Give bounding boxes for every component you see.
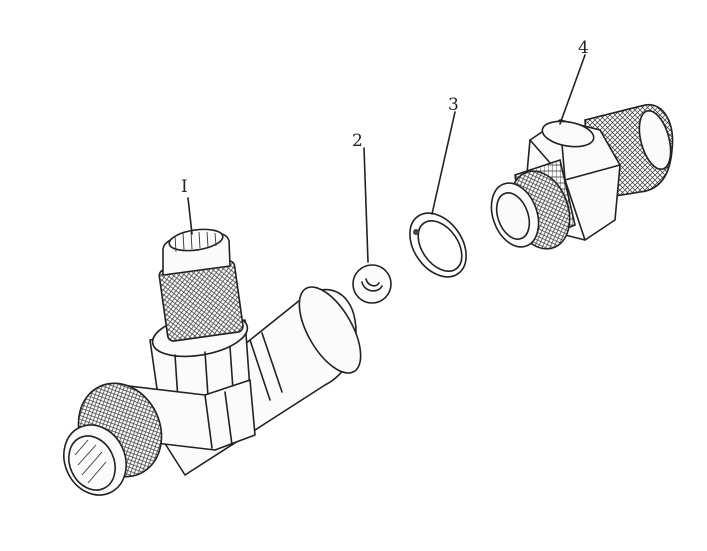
tee-fitting: [63, 197, 362, 496]
callout-label-2: 2: [352, 131, 363, 151]
ball-part: [352, 147, 392, 304]
leader-line-4: [559, 54, 586, 125]
snap-ring: [409, 111, 467, 278]
callout-label-4: 4: [578, 38, 589, 58]
leader-line-3: [431, 111, 456, 215]
leader-line-1: [187, 197, 193, 235]
callout-label-1: I: [181, 177, 188, 197]
leader-line-2: [363, 147, 369, 263]
callout-label-3: 3: [448, 95, 459, 115]
union-fitting: [490, 54, 674, 250]
